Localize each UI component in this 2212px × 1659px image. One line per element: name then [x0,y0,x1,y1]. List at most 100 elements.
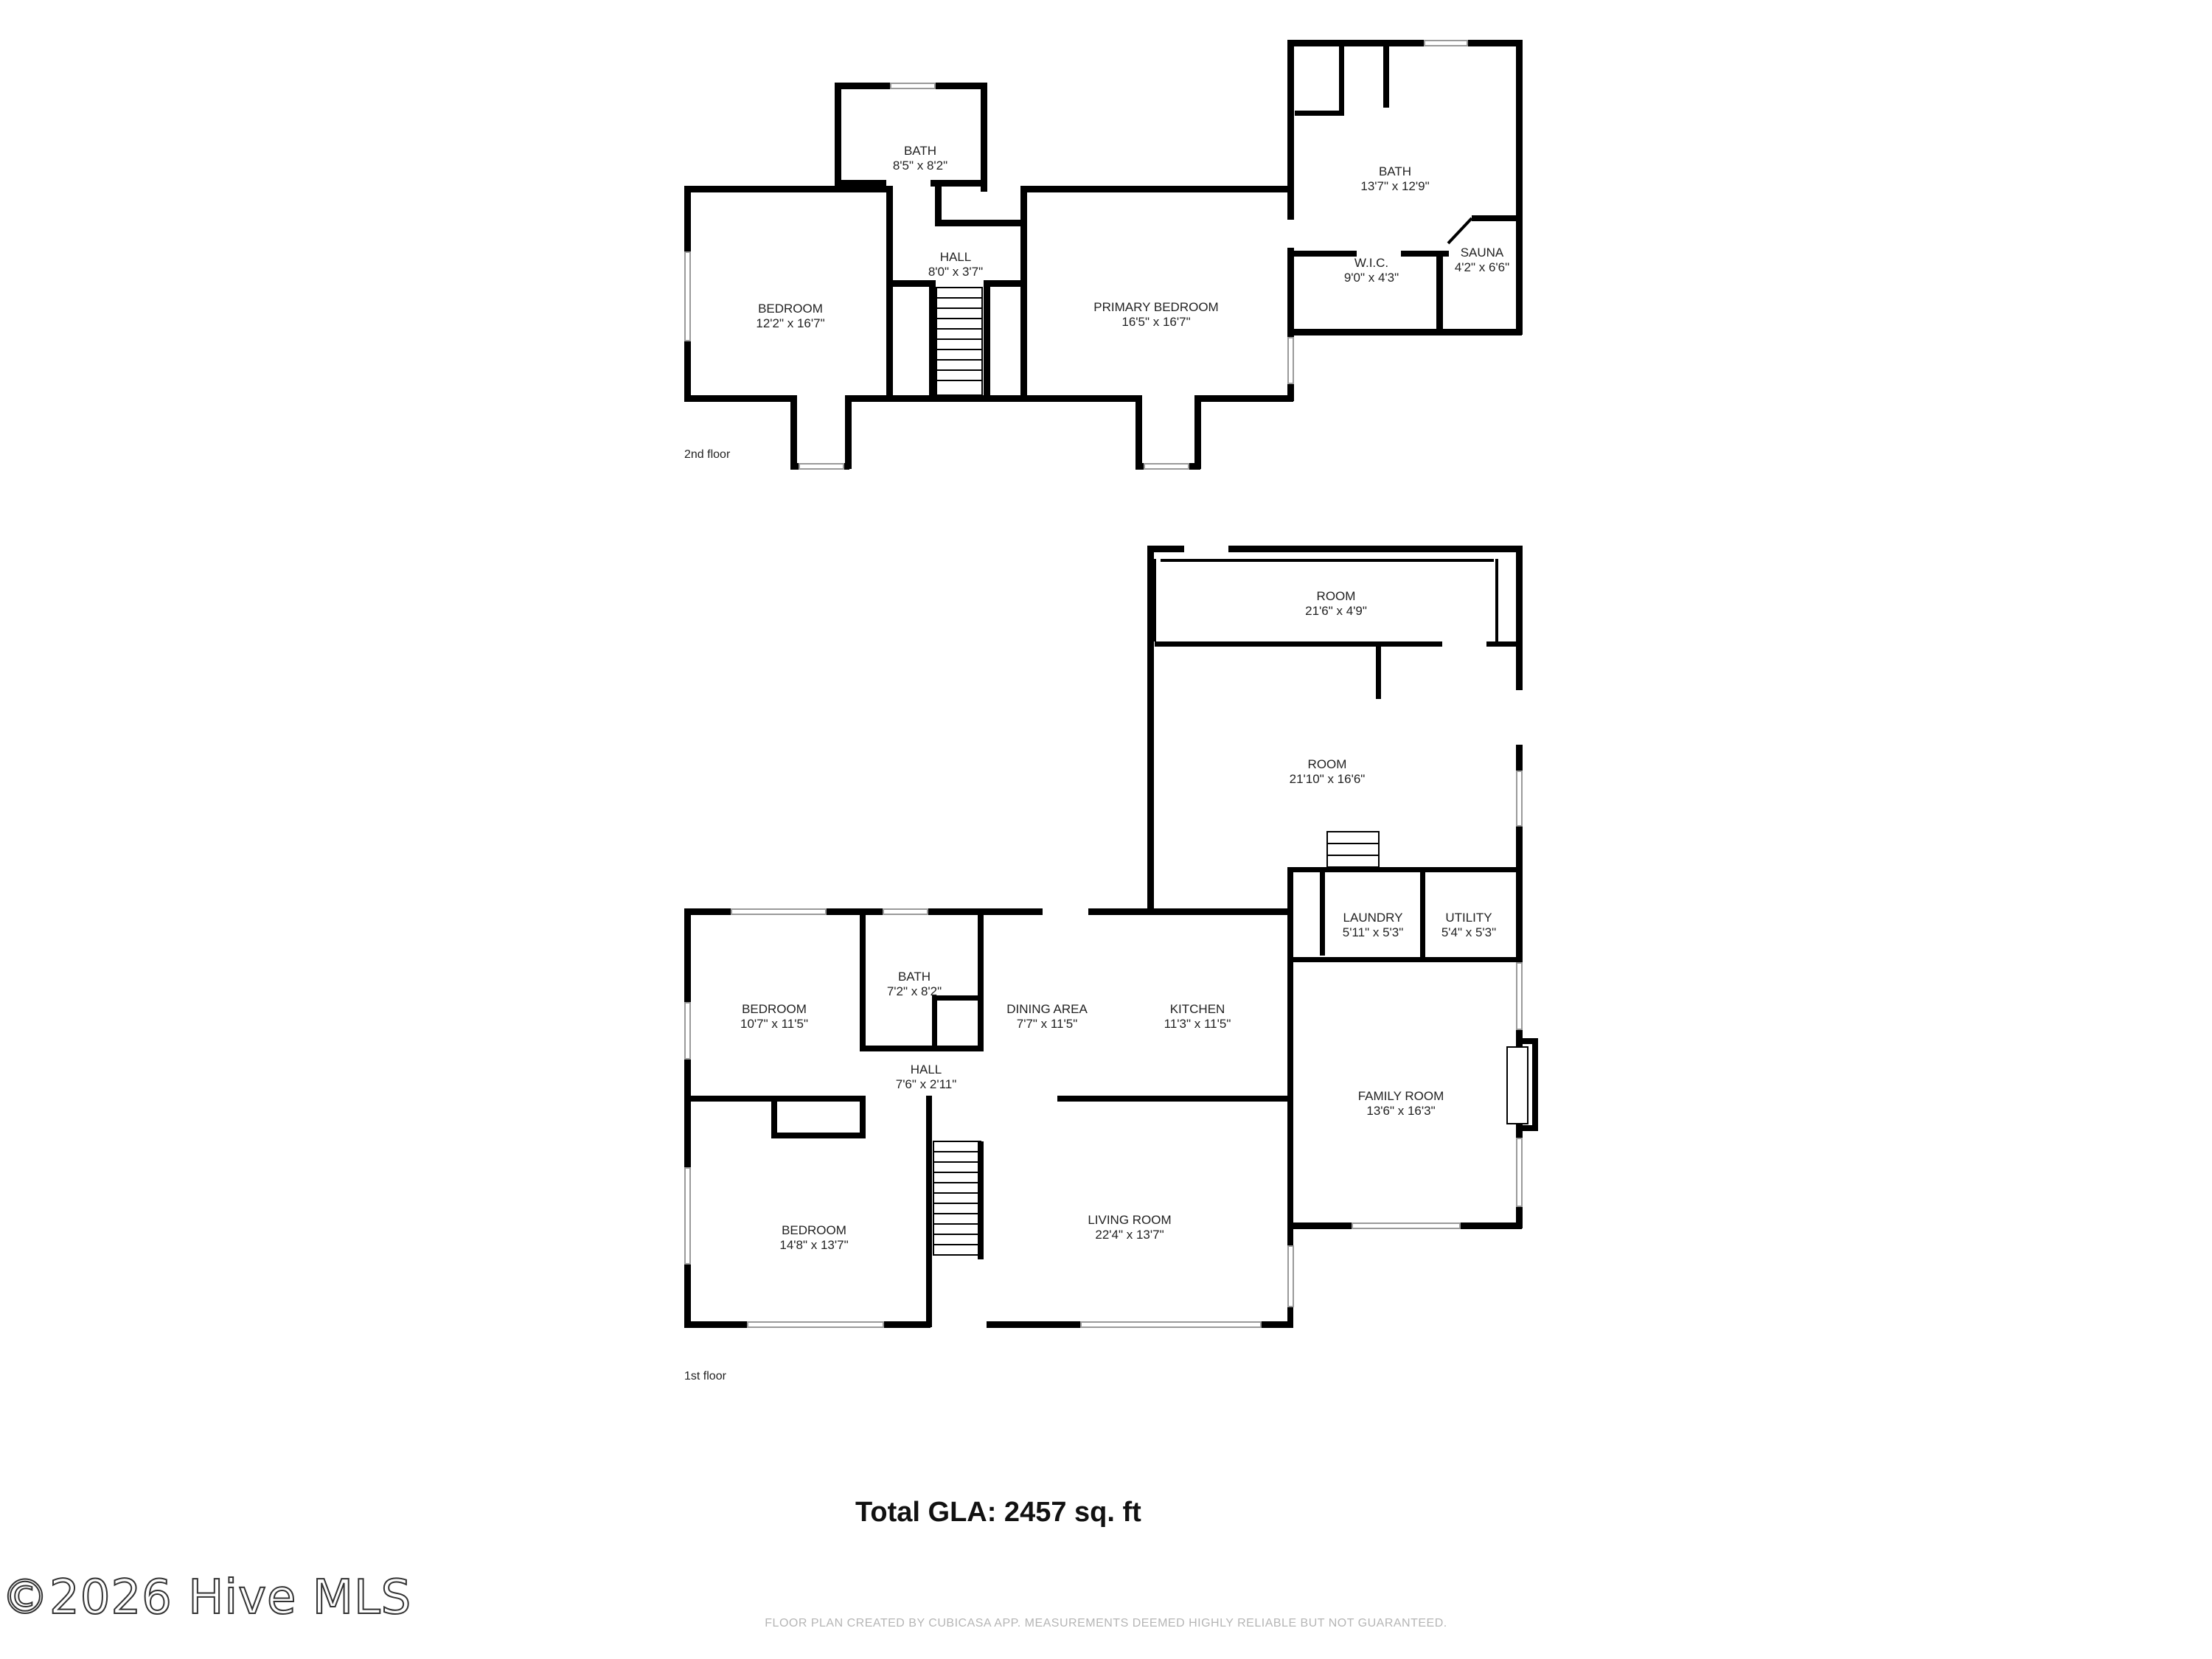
wall [860,1046,984,1051]
wall [935,220,1026,226]
window [1516,1138,1523,1207]
wall [845,395,889,402]
wall [1516,40,1523,335]
wall [1442,251,1449,257]
window [684,251,691,341]
wall [771,1133,866,1138]
room-dimensions: 7'2" x 8'2" [887,984,942,998]
wall [1287,867,1522,872]
room-dimensions: 12'2" x 16'7" [756,316,824,330]
watermark: ©2026 Hive MLS [1,1570,412,1626]
wall [684,908,691,1327]
wall [1295,111,1339,116]
wall [932,995,984,1001]
wall [1194,395,1201,469]
room-dimensions: 22'4" x 13'7" [1095,1228,1164,1242]
wall [1420,867,1425,961]
room-name: BATH [898,970,931,984]
wall [929,280,936,401]
room-dimensions: 8'5" x 8'2" [893,159,947,173]
wall [835,180,886,187]
room-name: BEDROOM [758,302,823,316]
wall [984,280,990,401]
room-name: BEDROOM [742,1002,807,1016]
wall [931,180,987,187]
wall [932,995,937,1047]
room-dimensions: 5'4" x 5'3" [1441,925,1496,939]
wall [1376,646,1381,699]
wall [1147,546,1184,552]
window [1287,337,1294,384]
wall [771,1096,777,1138]
room-name: FAMILY ROOM [1358,1089,1444,1103]
window [1080,1321,1262,1328]
wall [1147,546,1154,911]
wall [1287,957,1522,962]
wall [886,395,1026,402]
window [731,908,827,915]
wall [684,186,892,192]
room-name: BATH [1379,164,1411,178]
disclaimer: FLOOR PLAN CREATED BY CUBICASA APP. MEAS… [765,1617,1447,1630]
window [747,1321,884,1328]
room-dimensions: 13'6" x 16'3" [1366,1104,1435,1118]
wall [1436,251,1443,335]
window [1287,1245,1294,1307]
wall [1383,46,1389,108]
wall [1020,186,1293,192]
room-dimensions: 4'2" x 6'6" [1455,260,1509,274]
room-dimensions: 10'7" x 11'5" [740,1017,808,1031]
wall [1287,329,1522,335]
window [883,908,928,915]
wall [684,395,796,402]
room-dimensions: 13'7" x 12'9" [1360,179,1429,193]
wall [926,1096,932,1327]
window [1516,962,1523,1030]
wall [1228,546,1522,552]
wall [1057,1096,1293,1102]
wall [1020,186,1027,401]
room-name: DINING AREA [1006,1002,1088,1016]
window [1144,463,1189,470]
wall [886,280,929,287]
window [799,463,844,470]
room-name: PRIMARY BEDROOM [1093,300,1218,314]
wall [1287,959,1293,1327]
room-dimensions: 21'10" x 16'6" [1290,772,1366,786]
wall [1472,215,1522,221]
wall [1495,559,1498,641]
total-gla: Total GLA: 2457 sq. ft [855,1497,1141,1528]
wall [1287,40,1294,187]
wall [1020,395,1141,402]
wall [1287,248,1294,335]
second-floor-plan: BATH 8'5" x 8'2" HALL 8'0" x 3'7" BEDROO… [684,40,1523,470]
staircase [936,287,983,396]
window [684,1167,691,1265]
room-dimensions: 8'0" x 3'7" [928,265,983,279]
wall [1516,745,1523,959]
room-name: BEDROOM [782,1223,846,1237]
room-name: KITCHEN [1170,1002,1225,1016]
room-dimensions: 16'5" x 16'7" [1121,315,1190,329]
room-dimensions: 21'6" x 4'9" [1305,604,1367,618]
window [890,83,936,89]
window [1516,771,1523,827]
wall [790,395,797,469]
room-name: LAUNDRY [1343,911,1403,925]
wall [1287,40,1522,46]
wall [1153,559,1156,641]
room-name: HALL [940,250,972,264]
wall [978,908,984,1051]
room-dimensions: 9'0" x 4'3" [1344,271,1399,285]
room-name: W.I.C. [1354,256,1388,270]
wall [845,395,852,469]
wall [1194,395,1293,402]
staircase [933,1141,981,1256]
fireplace [1506,1046,1528,1124]
wall [886,186,893,401]
room-name: UTILITY [1445,911,1492,925]
wall [981,83,987,192]
wall [860,1096,866,1138]
wall [835,83,841,192]
wall [1320,867,1325,956]
